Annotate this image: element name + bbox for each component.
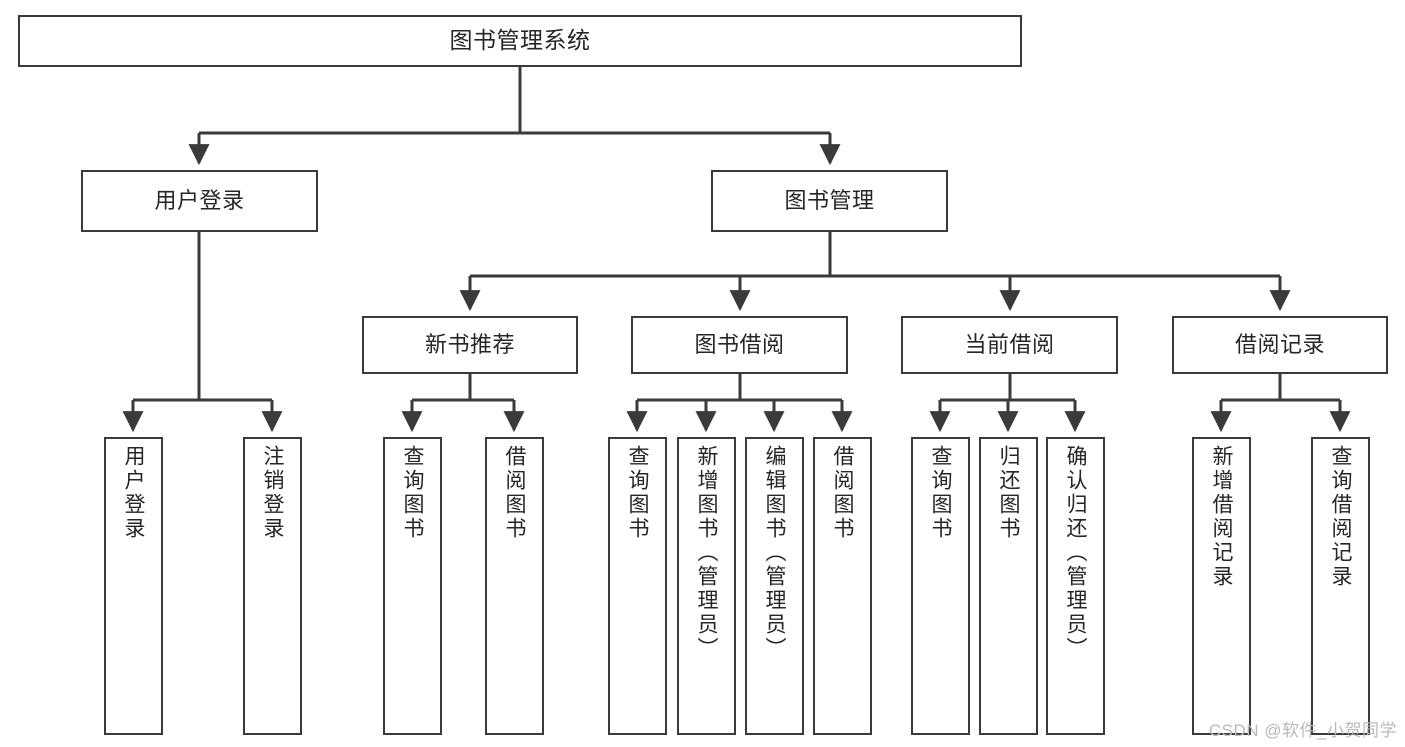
node-leaf-borrow-query-book[interactable]: 查询图书 bbox=[608, 437, 667, 735]
node-user-login[interactable]: 用户登录 bbox=[81, 170, 318, 232]
node-leaf-recommend-borrow-book[interactable]: 借阅图书 bbox=[485, 437, 544, 735]
node-borrow-record[interactable]: 借阅记录 bbox=[1172, 316, 1388, 374]
node-label: 注销登录 bbox=[261, 445, 284, 541]
node-leaf-borrow-edit-book[interactable]: 编辑图书（管理员） bbox=[745, 437, 804, 735]
node-root-system[interactable]: 图书管理系统 bbox=[18, 15, 1022, 67]
node-label: 借阅图书 bbox=[503, 445, 526, 541]
node-leaf-recommend-query-book[interactable]: 查询图书 bbox=[383, 437, 442, 735]
node-label: 用户登录 bbox=[154, 188, 245, 214]
node-label: 查询图书 bbox=[401, 445, 424, 541]
node-book-borrow[interactable]: 图书借阅 bbox=[631, 316, 848, 374]
node-label: 确认归还（管理员） bbox=[1064, 445, 1087, 661]
node-leaf-current-return-book[interactable]: 归还图书 bbox=[979, 437, 1038, 735]
node-label: 查询借阅记录 bbox=[1329, 445, 1352, 589]
watermark: CSDN @软件_小贺同学 bbox=[1208, 721, 1397, 740]
node-leaf-borrow-borrow-book[interactable]: 借阅图书 bbox=[813, 437, 872, 735]
node-label: 图书借阅 bbox=[694, 332, 785, 358]
node-label: 当前借阅 bbox=[964, 332, 1055, 358]
node-leaf-user-login[interactable]: 用户登录 bbox=[104, 437, 163, 735]
node-label: 查询图书 bbox=[929, 445, 952, 541]
node-label: 新书推荐 bbox=[424, 332, 515, 358]
node-leaf-current-query-book[interactable]: 查询图书 bbox=[911, 437, 970, 735]
node-leaf-borrow-add-book[interactable]: 新增图书（管理员） bbox=[677, 437, 736, 735]
node-label: 借阅图书 bbox=[831, 445, 854, 541]
node-leaf-record-query[interactable]: 查询借阅记录 bbox=[1311, 437, 1370, 735]
node-current-borrow[interactable]: 当前借阅 bbox=[901, 316, 1118, 374]
node-label: 图书管理 bbox=[784, 188, 875, 214]
node-leaf-logout[interactable]: 注销登录 bbox=[243, 437, 302, 735]
node-label: 编辑图书（管理员） bbox=[763, 445, 786, 661]
node-label: 新增图书（管理员） bbox=[695, 445, 718, 661]
node-label: 查询图书 bbox=[626, 445, 649, 541]
node-leaf-record-add[interactable]: 新增借阅记录 bbox=[1192, 437, 1251, 735]
node-label: 用户登录 bbox=[122, 445, 145, 541]
node-book-management[interactable]: 图书管理 bbox=[711, 170, 948, 232]
node-leaf-current-confirm-return[interactable]: 确认归还（管理员） bbox=[1046, 437, 1105, 735]
node-label: 新增借阅记录 bbox=[1210, 445, 1233, 589]
node-label: 借阅记录 bbox=[1234, 332, 1325, 358]
node-new-book-recommend[interactable]: 新书推荐 bbox=[362, 316, 578, 374]
node-label: 归还图书 bbox=[997, 445, 1020, 541]
node-label: 图书管理系统 bbox=[449, 27, 591, 54]
